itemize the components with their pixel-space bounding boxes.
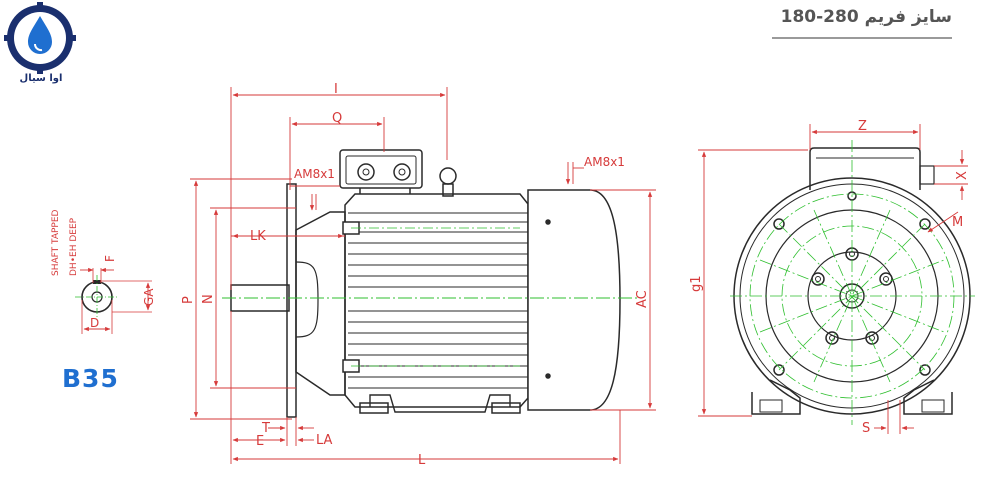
dim-AM-top: AM8x1 [294, 167, 335, 181]
dim-g1: g1 [689, 275, 704, 292]
company-logo [4, 2, 76, 74]
side-view-labels: I Q AM8x1 AM8x1 LK P N AC T E LA L [181, 82, 650, 468]
shaft-note-1: SHAFT TAPPED [51, 209, 61, 276]
side-view [222, 149, 640, 418]
dim-F: F [103, 255, 117, 262]
logo-text: اوا سیال [19, 73, 63, 84]
front-view-dimensions [698, 124, 968, 434]
dim-E: E [256, 434, 264, 449]
title-underline [772, 37, 952, 39]
dim-P: P [181, 296, 196, 304]
dim-Q: Q [332, 111, 342, 126]
front-view-centerlines [730, 140, 975, 425]
lifting-eye [439, 167, 457, 185]
dim-AM-right: AM8x1 [584, 155, 625, 169]
dim-S: S [862, 421, 870, 436]
dim-N: N [201, 294, 216, 304]
dim-T: T [261, 421, 270, 436]
water-drop-icon [28, 16, 52, 54]
dim-LA: LA [316, 433, 333, 448]
page-title: سایز فریم 280-180 [780, 7, 952, 27]
dim-LK: LK [250, 229, 266, 244]
dim-M: M [952, 215, 963, 230]
shaft-note-2: DH•EH DEEP [69, 217, 79, 276]
side-view-dimensions [190, 87, 656, 464]
shaft-end-detail: SHAFT TAPPED DH•EH DEEP F GA D [51, 209, 156, 334]
dim-AC: AC [635, 290, 650, 308]
front-view-labels: Z X M g1 S [689, 119, 970, 436]
dim-X: X [955, 171, 970, 180]
dim-GA: GA [142, 288, 156, 306]
mounting-model-label: B35 [62, 364, 119, 393]
dim-D: D [90, 316, 99, 330]
dim-L: L [418, 453, 426, 468]
dim-I: I [334, 82, 338, 97]
dim-Z: Z [858, 119, 867, 134]
